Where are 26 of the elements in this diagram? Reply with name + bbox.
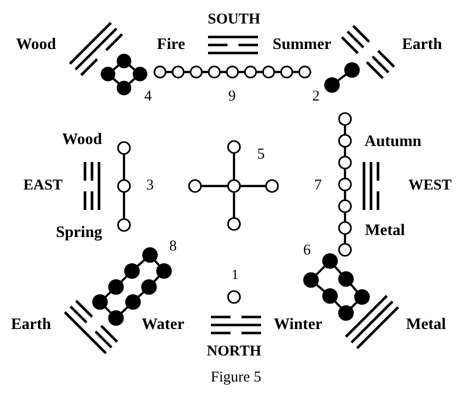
number-label: 5 <box>257 148 265 162</box>
direction-label: NORTH <box>206 344 262 360</box>
season-label: Autumn <box>364 134 422 150</box>
number-label: 8 <box>169 240 177 254</box>
element-label: Water <box>142 317 184 333</box>
figure-caption: Figure 5 <box>210 370 262 386</box>
element-label: Earth <box>11 317 51 333</box>
number-label: 4 <box>144 90 152 104</box>
season-label: Winter <box>274 317 322 333</box>
season-label: Spring <box>56 225 102 241</box>
element-label: Wood <box>62 132 102 148</box>
number-label: 3 <box>146 178 154 194</box>
number-label: 2 <box>312 90 320 104</box>
season-label: Summer <box>272 37 332 53</box>
direction-label: SOUTH <box>208 12 260 28</box>
number-label: 9 <box>228 90 236 104</box>
direction-label: WEST <box>408 178 452 194</box>
element-label: Wood <box>16 37 56 53</box>
number-label: 7 <box>314 178 322 194</box>
element-label: Metal <box>365 223 405 239</box>
number-label: 1 <box>232 269 238 283</box>
element-label: Fire <box>156 37 186 53</box>
number-label: 6 <box>303 244 311 258</box>
element-label: Metal <box>406 317 446 333</box>
element-label: Earth <box>402 37 442 53</box>
direction-label: EAST <box>23 178 63 194</box>
